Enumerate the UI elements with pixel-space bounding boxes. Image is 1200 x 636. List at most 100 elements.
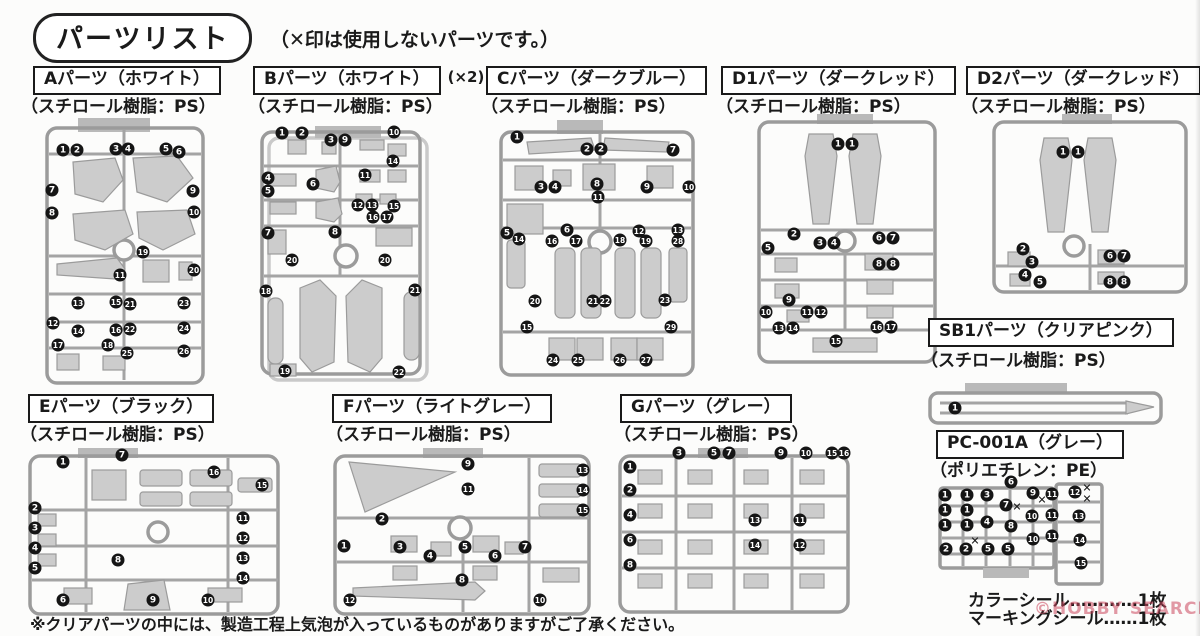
part-number: 14 <box>73 327 83 336</box>
runner-part-shape <box>472 535 500 553</box>
runner-part-shape <box>72 157 124 203</box>
part-number: 3 <box>1029 258 1035 268</box>
part-number: 13 <box>367 201 377 210</box>
part-number: 7 <box>890 234 896 244</box>
part-number-badge <box>28 501 42 515</box>
part-number-badge <box>980 515 994 529</box>
marking-seal-count: マーキングシール……1枚 <box>968 609 1167 629</box>
part-number: 6 <box>564 226 570 236</box>
part-number: 7 <box>1121 252 1127 262</box>
part-number-badge <box>1026 532 1040 546</box>
part-number: 22 <box>125 325 135 334</box>
part-number: 17 <box>53 341 63 350</box>
part-number-badge <box>111 553 125 567</box>
part-number-badge <box>461 482 475 496</box>
part-number-badge <box>845 137 859 151</box>
part-number: 2 <box>963 545 969 555</box>
part-number: 21 <box>588 297 598 306</box>
part-number-badge <box>51 338 65 352</box>
part-number: 4 <box>984 518 990 528</box>
part-number-badge <box>960 488 974 502</box>
part-number: 19 <box>138 248 148 257</box>
part-number-badge <box>632 224 646 238</box>
part-number: 7 <box>522 543 528 553</box>
part-number: 16 <box>209 468 219 477</box>
part-number-badge <box>172 145 186 159</box>
part-number-badge <box>1045 529 1059 543</box>
runner-part-shape <box>799 469 825 485</box>
runner-part-shape <box>774 257 798 273</box>
part-number-badge <box>980 488 994 502</box>
part-number-badge <box>261 226 275 240</box>
part-number-badge <box>671 234 685 248</box>
runner-part-shape <box>668 247 688 303</box>
part-number: 1 <box>514 133 520 143</box>
part-number-badge <box>261 184 275 198</box>
runner-part-shape <box>387 169 407 183</box>
part-number: 5 <box>32 564 38 574</box>
part-number: 17 <box>382 213 392 222</box>
part-number: 17 <box>571 237 581 246</box>
part-number-badge <box>386 154 400 168</box>
part-number: 15 <box>578 506 588 515</box>
part-number: 6 <box>310 180 316 190</box>
part-number-badge <box>576 503 590 517</box>
panel-d1-title: D1パーツ（ダークレッド） <box>721 66 956 95</box>
part-number-badge <box>623 483 637 497</box>
part-number: 11 <box>1047 532 1057 541</box>
part-number: 29 <box>666 323 676 332</box>
part-number-badge <box>786 321 800 335</box>
part-number: 3 <box>328 136 334 146</box>
panel-g-header: Gパーツ（グレー） <box>620 394 792 423</box>
part-number-badge <box>306 177 320 191</box>
part-number: 1 <box>942 506 948 516</box>
part-number-badge <box>366 210 380 224</box>
part-number: 7 <box>1003 501 1009 511</box>
runner-center-ring <box>333 243 359 269</box>
scan-page-edge <box>1195 0 1200 636</box>
panel-sb1-runner-diagram: 1 <box>928 383 1163 425</box>
part-number-badge <box>187 263 201 277</box>
runner-part-shape <box>56 353 80 371</box>
part-number: 1 <box>60 458 66 468</box>
panel-b-header: Bパーツ（ホワイト）(×2) <box>253 66 484 95</box>
part-number-badge <box>488 549 502 563</box>
part-number: 24 <box>179 324 189 333</box>
part-number: 3 <box>538 183 544 193</box>
part-number: 5 <box>1005 545 1011 555</box>
runner-part-shape <box>799 503 825 519</box>
part-number: 5 <box>1037 278 1043 288</box>
panel-c-title: Cパーツ（ダークブルー） <box>486 66 708 95</box>
part-number-badge <box>455 573 469 587</box>
runner-part-shape <box>403 291 420 361</box>
part-number: 4 <box>627 511 633 521</box>
part-number-badge <box>56 455 70 469</box>
part-number-badge <box>423 549 437 563</box>
part-number-badge <box>664 320 678 334</box>
panel-pc001a-material: （ポリエチレン：PE） <box>930 461 1108 481</box>
part-number-badge <box>461 457 475 471</box>
part-number-badge <box>528 294 542 308</box>
runner-part-shape <box>375 227 413 247</box>
part-number: 16 <box>839 449 849 458</box>
part-number: 8 <box>115 556 121 566</box>
part-number-badge <box>28 521 42 535</box>
unused-part-x-mark: ✕ <box>1082 493 1091 506</box>
part-number-badge <box>343 593 357 607</box>
runner-part-shape <box>472 565 498 581</box>
part-number: 8 <box>459 576 465 586</box>
panel-a-material: （スチロール樹脂：PS） <box>21 97 216 117</box>
part-number-badge <box>545 234 559 248</box>
runner-part-shape <box>139 469 183 487</box>
panel-b-title: Bパーツ（ホワイト） <box>253 66 441 95</box>
part-number-badge <box>886 257 900 271</box>
runner-part-shape <box>542 567 580 583</box>
part-number: 25 <box>122 349 132 358</box>
runner-center-ring <box>146 520 170 544</box>
part-number: 14 <box>238 574 248 583</box>
part-number-badge <box>793 513 807 527</box>
runner-part-shape <box>866 305 894 319</box>
runner-part-shape <box>576 337 604 361</box>
